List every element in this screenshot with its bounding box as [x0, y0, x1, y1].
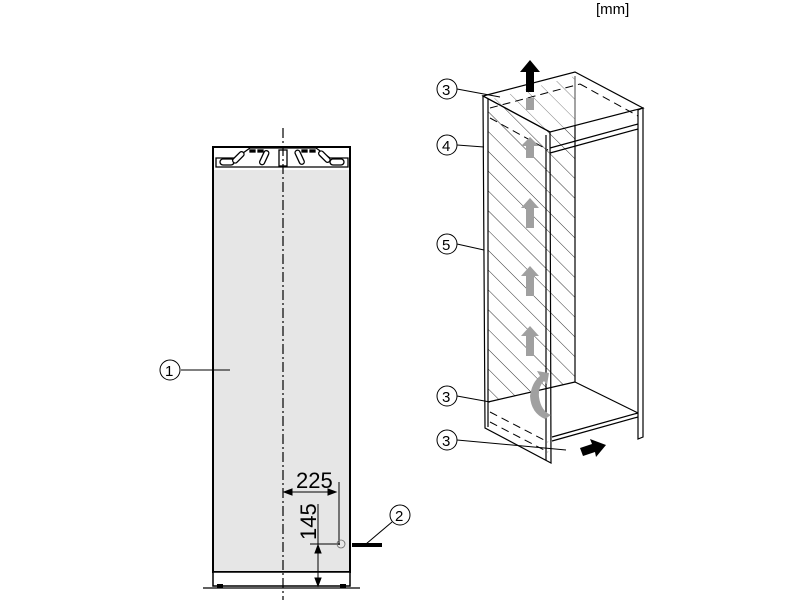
exhaust-arrow-icon	[520, 60, 540, 92]
dimension-145	[310, 504, 340, 588]
callout-1-circle	[159, 359, 181, 381]
appliance-body	[212, 146, 351, 573]
connection-pipe	[352, 543, 382, 547]
air-channel-hatch	[488, 76, 575, 402]
dimension-225	[282, 482, 340, 545]
cabinet-callouts	[436, 78, 567, 451]
callout-4: 4	[442, 138, 450, 155]
callout-2: 2	[395, 508, 403, 525]
callout-2-circle	[389, 504, 411, 526]
callout-3-plinth: 3	[442, 433, 450, 450]
intake-arrow-icon	[580, 439, 606, 457]
foot-left	[217, 584, 223, 588]
callout-3-bottom: 3	[442, 389, 450, 406]
plinth	[212, 571, 351, 587]
airflow-curved-arrow-icon	[530, 371, 551, 419]
callout-3-top: 3	[442, 82, 450, 99]
callout-1: 1	[165, 363, 173, 380]
callout-5: 5	[442, 237, 450, 254]
connection-point	[336, 539, 346, 549]
airflow-up-arrow-icon	[521, 137, 539, 158]
airflow-up-arrow-icon	[521, 326, 539, 356]
cabinet-isometric-view	[481, 71, 645, 464]
foot-right	[340, 584, 346, 588]
airflow-arrows	[520, 60, 606, 457]
mounting-bracket	[215, 147, 349, 168]
airflow-up-arrow-icon	[521, 198, 539, 228]
airflow-up-arrow-icon	[521, 266, 539, 296]
dimension-145-label: 145	[296, 503, 321, 540]
appliance-front-view: 225 145 1 2	[159, 128, 411, 600]
dimension-225-label: 225	[296, 468, 333, 493]
unit-label: [mm]	[596, 1, 629, 18]
